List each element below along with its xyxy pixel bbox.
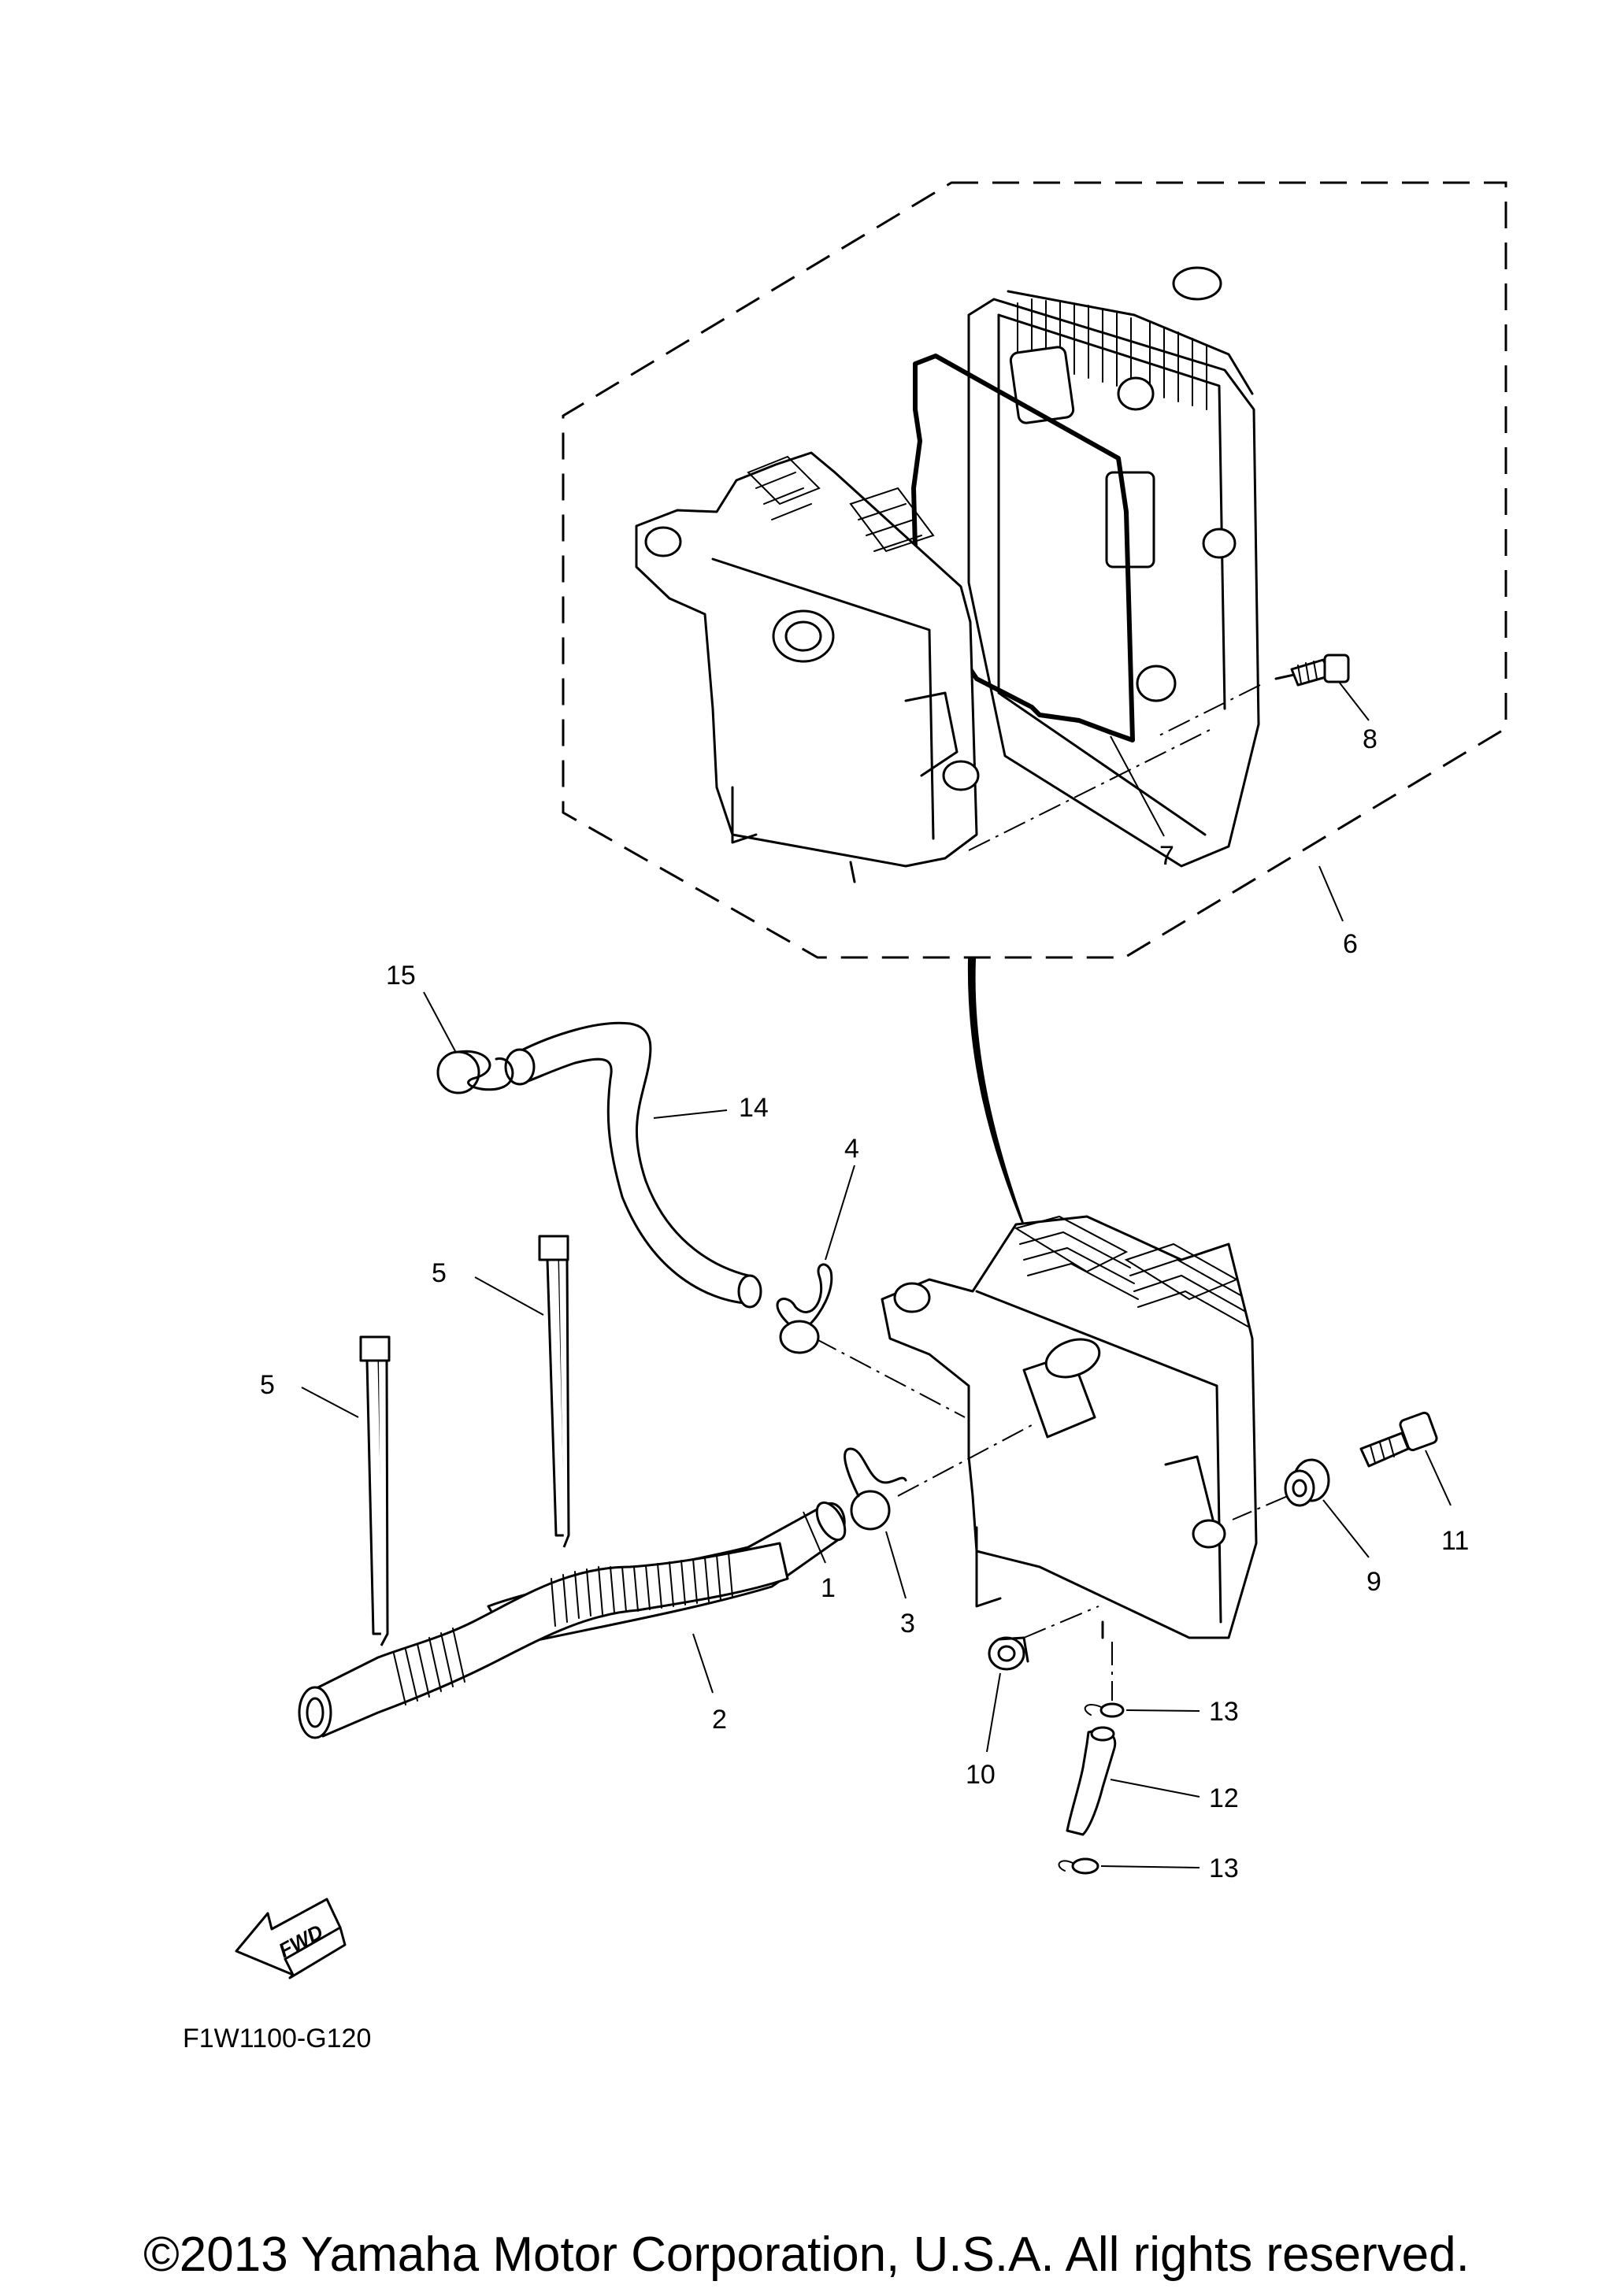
callout-5a: 5	[260, 1370, 275, 1400]
silencer-assembly	[881, 1215, 1258, 1639]
guide-line-10	[1023, 1605, 1099, 1639]
hose-14	[504, 1021, 762, 1309]
clamp-15	[436, 1050, 514, 1094]
guide-line-9	[1232, 1495, 1289, 1520]
copyright-notice: ©2013 Yamaha Motor Corporation, U.S.A. A…	[143, 2227, 1470, 2282]
hose-12	[1066, 1726, 1117, 1836]
guide-line-4	[814, 1338, 966, 1418]
callout-8: 8	[1363, 724, 1378, 754]
screw-8	[1274, 654, 1350, 687]
callout-5b: 5	[432, 1258, 447, 1288]
collar-10	[988, 1636, 1029, 1671]
callout-13b: 13	[1209, 1853, 1239, 1883]
callout-6: 6	[1343, 929, 1358, 959]
clamp-4	[776, 1263, 833, 1354]
callout-2: 2	[712, 1705, 727, 1735]
guide-line-cover	[968, 728, 1214, 851]
callout-14: 14	[739, 1093, 769, 1123]
assembly-arrow	[967, 958, 1029, 1237]
silencer-cover-exploded	[967, 266, 1260, 868]
bolt-11	[1359, 1411, 1438, 1468]
front-cover-exploded	[635, 451, 980, 883]
fwd-arrow-icon: FWD	[235, 1898, 347, 1979]
guide-line-8	[1157, 684, 1261, 737]
diagram-reference-code: F1W1100-G120	[183, 2024, 371, 2053]
assembly-boundary	[562, 181, 1507, 959]
callout-9: 9	[1366, 1567, 1381, 1597]
callout-3: 3	[900, 1609, 915, 1639]
grommet-9	[1284, 1458, 1330, 1507]
callout-1: 1	[821, 1573, 836, 1603]
cable-tie-5b	[538, 1235, 570, 1548]
clip-13-upper	[1084, 1702, 1125, 1718]
callout-10: 10	[966, 1760, 996, 1790]
callout-labels: 1 2 3 4 5 5 6 7 8 9 10 11 12 13 13 14 15	[260, 724, 1469, 1883]
callout-4: 4	[844, 1134, 859, 1164]
callout-7: 7	[1159, 841, 1174, 871]
callout-12: 12	[1209, 1783, 1239, 1813]
gasket	[911, 354, 1135, 742]
callout-15: 15	[386, 961, 416, 991]
leader-lines	[301, 681, 1452, 1868]
cable-tie-5a	[359, 1335, 391, 1646]
clamp-3	[844, 1447, 907, 1531]
guide-line-3	[897, 1424, 1033, 1497]
hose-2	[298, 1542, 789, 1739]
callout-13a: 13	[1209, 1697, 1239, 1727]
clip-13-lower	[1058, 1857, 1099, 1875]
callout-11: 11	[1441, 1526, 1469, 1556]
